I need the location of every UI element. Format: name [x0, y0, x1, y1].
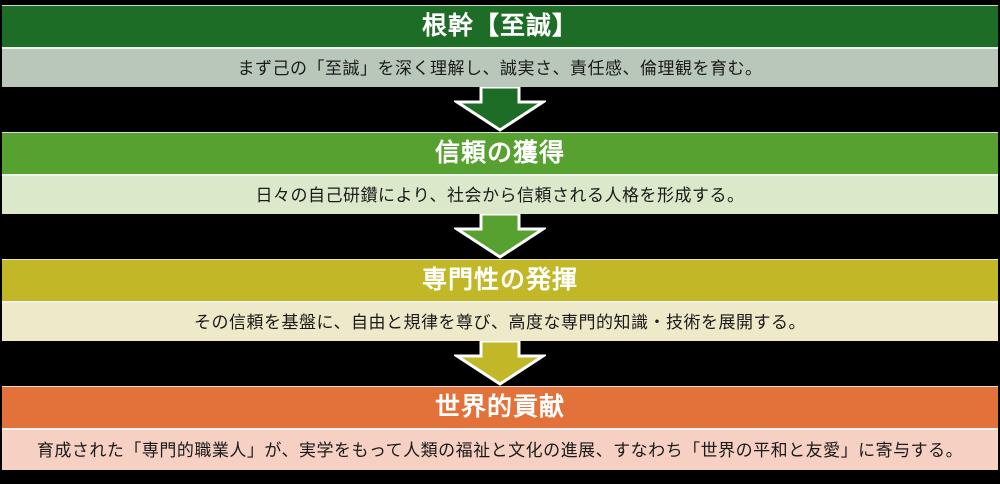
step-description: 日々の自己研鑽により、社会から信頼される人格を形成する。: [255, 185, 745, 205]
step-description: その信頼を基盤に、自由と規律を尊び、高度な専門的知識・技術を展開する。: [194, 312, 806, 332]
step-description-bar: その信頼を基盤に、自由と規律を尊び、高度な専門的知識・技術を展開する。: [2, 303, 998, 341]
arrow-gap: [2, 214, 998, 259]
step-description-bar: 育成された「専門的職業人」が、実学をもって人類の福祉と文化の進展、すなわち「世界…: [2, 430, 998, 470]
step-konkan-shisei: 根幹【至誠】 まず己の「至誠」を深く理解し、誠実さ、責任感、倫理観を育む。: [2, 5, 998, 87]
step-title: 専門性の発揮: [421, 266, 578, 294]
step-description-bar: 日々の自己研鑽により、社会から信頼される人格を形成する。: [2, 176, 998, 214]
arrow-gap: [2, 341, 998, 386]
step-header: 世界的貢献: [2, 386, 998, 430]
step-description: まず己の「至誠」を深く理解し、誠実さ、責任感、倫理観を育む。: [237, 58, 763, 78]
step-sekaiteki-koken: 世界的貢献 育成された「専門的職業人」が、実学をもって人類の福祉と文化の進展、す…: [2, 386, 998, 470]
step-title: 根幹【至誠】: [421, 12, 578, 40]
step-header: 根幹【至誠】: [2, 5, 998, 49]
step-shinrai-no-kakutoku: 信頼の獲得 日々の自己研鑽により、社会から信頼される人格を形成する。: [2, 132, 998, 214]
step-title: 世界的貢献: [434, 393, 565, 421]
step-description: 育成された「専門的職業人」が、実学をもって人類の福祉と文化の進展、すなわち「世界…: [36, 440, 964, 460]
step-header: 専門性の発揮: [2, 259, 998, 303]
process-flow-diagram: 根幹【至誠】 まず己の「至誠」を深く理解し、誠実さ、責任感、倫理観を育む。 信頼…: [2, 0, 998, 470]
arrow-down-icon: [454, 341, 546, 386]
arrow-down-icon: [454, 87, 546, 132]
arrow-gap: [2, 87, 998, 132]
step-header: 信頼の獲得: [2, 132, 998, 176]
step-title: 信頼の獲得: [434, 139, 565, 167]
step-description-bar: まず己の「至誠」を深く理解し、誠実さ、責任感、倫理観を育む。: [2, 49, 998, 87]
arrow-down-icon: [454, 214, 546, 259]
step-senmonsei-no-hakki: 専門性の発揮 その信頼を基盤に、自由と規律を尊び、高度な専門的知識・技術を展開す…: [2, 259, 998, 341]
